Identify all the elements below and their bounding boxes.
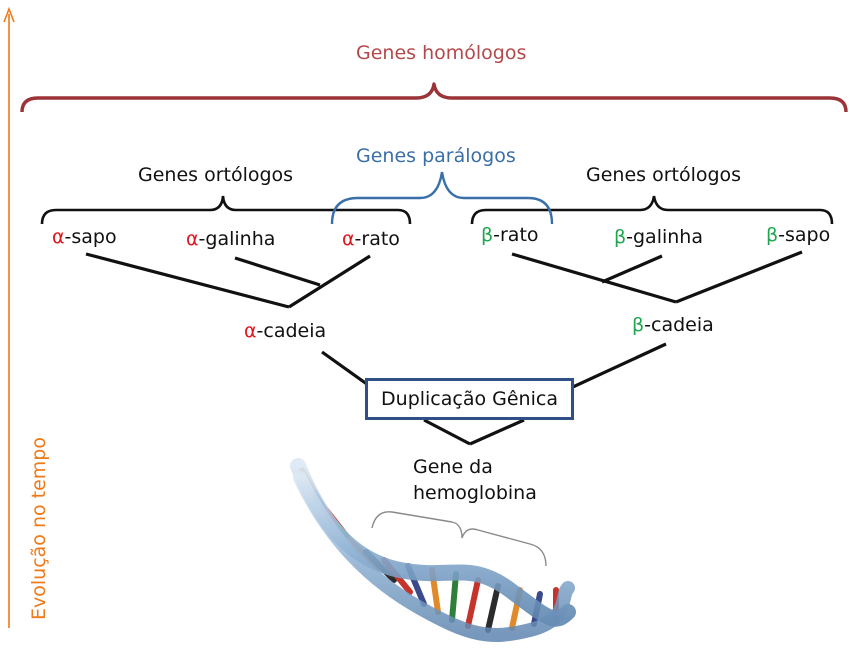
- duplication-box: Duplicação Gênica: [365, 378, 574, 420]
- gene-label-line2: hemoglobina: [413, 482, 537, 504]
- paralogos-title: Genes parálogos: [356, 145, 516, 167]
- ortologos-left-title: Genes ortólogos: [138, 164, 294, 186]
- leaf-beta-galinha: β-galinha: [614, 226, 703, 248]
- paralogos-brace: [330, 171, 554, 225]
- leaf-alpha-sapo: α-sapo: [52, 226, 117, 248]
- gene-label-line1: Gene da: [413, 456, 493, 478]
- alpha-chain-label: α-cadeia: [244, 320, 327, 342]
- leaf-alpha-galinha: α-galinha: [186, 228, 276, 250]
- gene-bracket: [371, 511, 547, 567]
- alpha-tree: [85, 252, 371, 309]
- homologos-title: Genes homólogos: [356, 42, 527, 64]
- dna-helix-image: [290, 458, 576, 642]
- leaf-beta-sapo: β-sapo: [766, 224, 831, 246]
- ortologos-right-brace: [470, 195, 834, 225]
- time-axis-arrowhead: [3, 6, 15, 23]
- duplication-label: Duplicação Gênica: [381, 388, 558, 410]
- ortologos-right-title: Genes ortólogos: [586, 164, 742, 186]
- dna-backbone-2: [293, 471, 575, 642]
- beta-tree: [511, 250, 803, 304]
- time-axis-label: Evolução no tempo: [28, 437, 50, 620]
- beta-chain-label: β-cadeia: [632, 314, 714, 336]
- ortologos-left-brace: [40, 195, 412, 225]
- homologos-brace: [20, 82, 848, 113]
- leaf-alpha-rato: α-rato: [342, 228, 400, 250]
- leaf-beta-rato: β-rato: [481, 224, 539, 246]
